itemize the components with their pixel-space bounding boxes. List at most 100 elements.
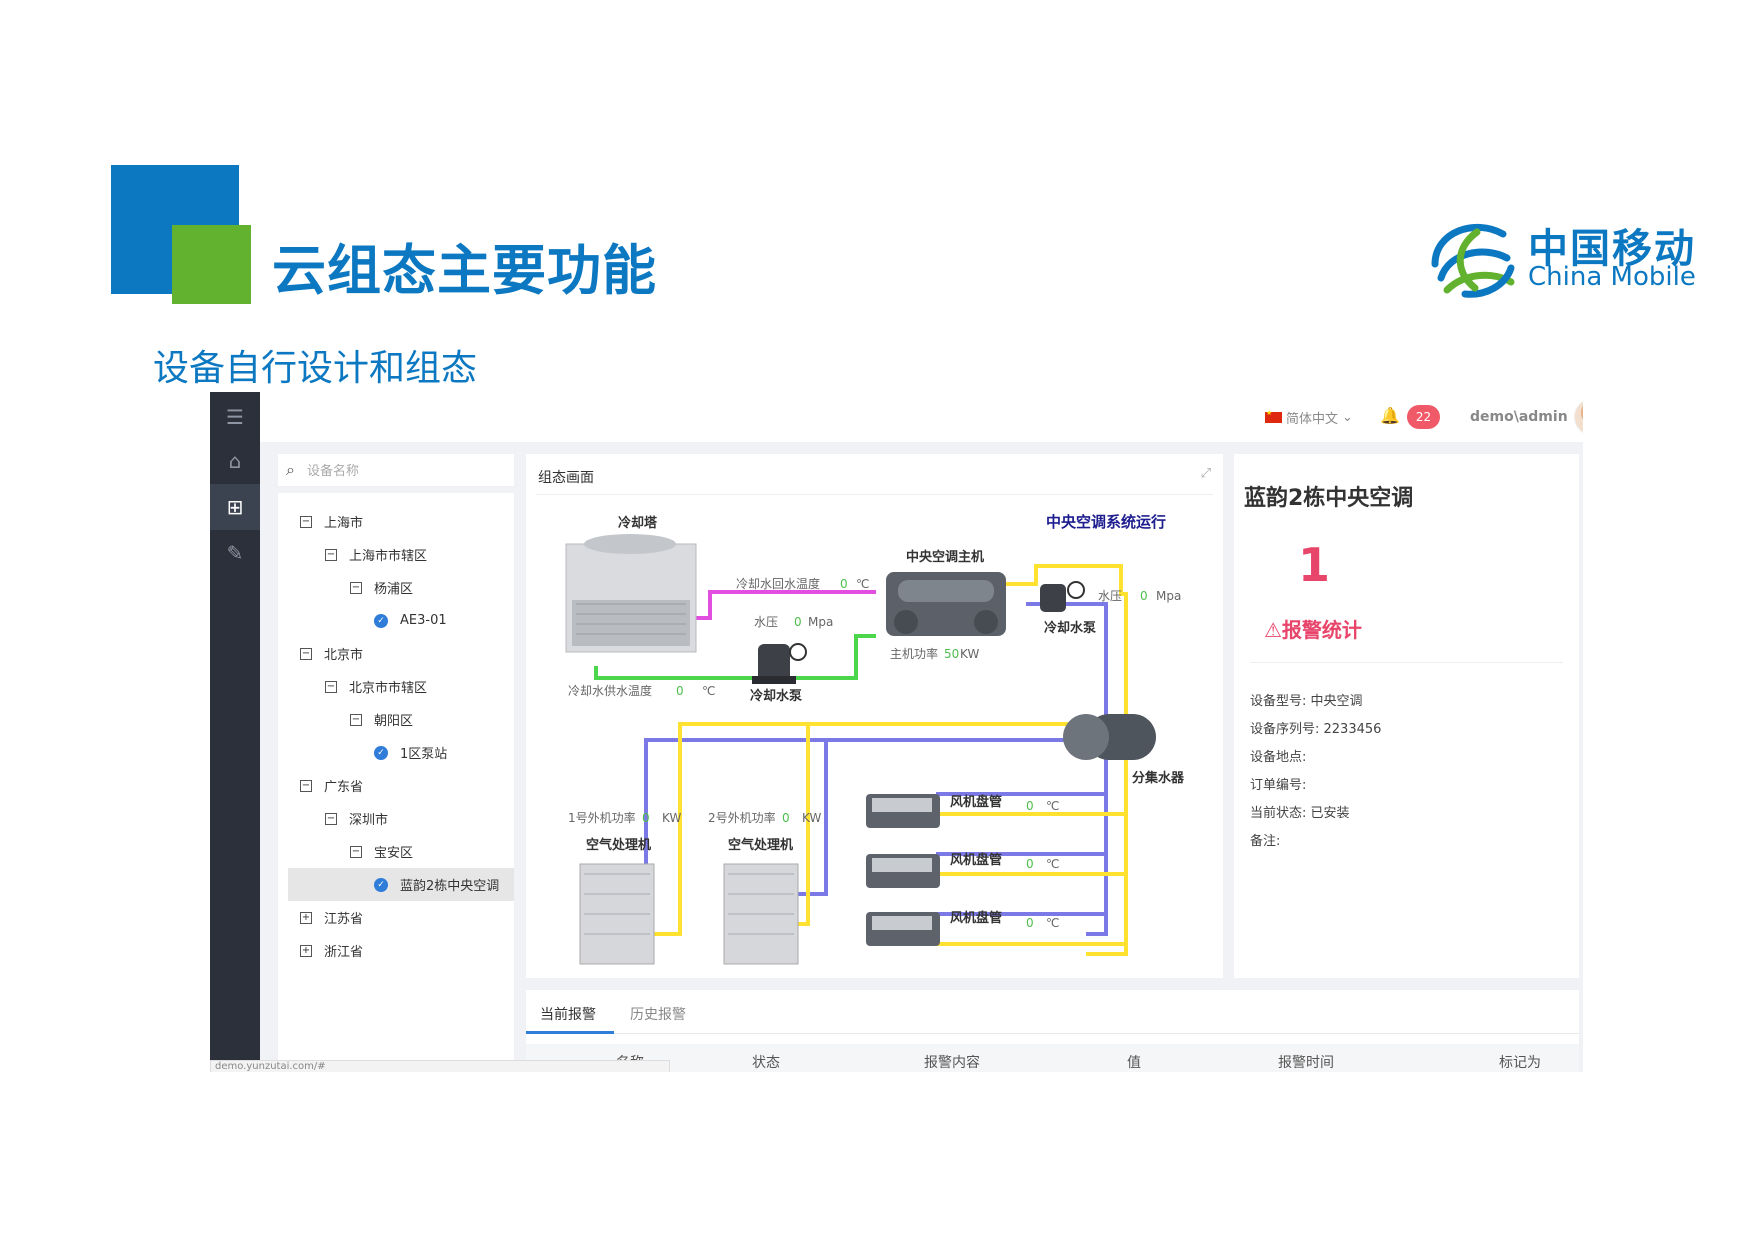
tab-current-alarms[interactable]: 当前报警 bbox=[540, 1007, 596, 1023]
device-field: 设备型号: 中央空调 bbox=[1250, 694, 1363, 709]
tree-item-label: 深圳市 bbox=[349, 813, 389, 828]
tree-region-item[interactable]: −上海市市辖区 bbox=[278, 538, 514, 571]
svg-text:冷却水泵: 冷却水泵 bbox=[1044, 620, 1096, 636]
collapse-tree-icon[interactable]: − bbox=[350, 845, 362, 858]
alarm-stats-label: ⚠报警统计 bbox=[1264, 618, 1362, 642]
col-status[interactable]: 状态 bbox=[752, 1055, 780, 1071]
col-alarm-time[interactable]: 报警时间 bbox=[1278, 1055, 1334, 1071]
chilled-yellow-pipe bbox=[996, 564, 1128, 956]
fcu-purple-pipes bbox=[936, 792, 1106, 916]
svg-text:风机盘管: 风机盘管 bbox=[950, 910, 1002, 926]
tree-item-label: 杨浦区 bbox=[374, 582, 414, 597]
device-field: 设备地点: bbox=[1250, 750, 1307, 765]
svg-text:水压: 水压 bbox=[754, 615, 778, 629]
china-flag-icon bbox=[1265, 409, 1282, 423]
svg-text:0: 0 bbox=[840, 577, 848, 591]
panel-divider bbox=[536, 494, 1213, 495]
tree-region-item[interactable]: + 浙江省 bbox=[278, 934, 514, 967]
user-name[interactable]: demo\admin bbox=[1470, 409, 1568, 425]
chevron-down-icon: ⌄ bbox=[1342, 410, 1353, 425]
alarm-count: 1 bbox=[1298, 538, 1331, 592]
expand-tree-icon[interactable]: + bbox=[300, 911, 312, 924]
language-selector[interactable]: 简体中文 ⌄ bbox=[1265, 408, 1353, 427]
status-url: demo.yunzutai.com/# bbox=[210, 1060, 670, 1072]
slide-title: 云组态主要功能 bbox=[272, 239, 657, 302]
svg-text:空气处理机: 空气处理机 bbox=[586, 837, 651, 853]
expand-tree-icon[interactable]: + bbox=[300, 944, 312, 957]
home-icon[interactable]: ⌂ bbox=[228, 449, 242, 473]
svg-text:主机功率: 主机功率 bbox=[890, 646, 938, 661]
fcu-1-icon bbox=[866, 794, 940, 828]
search-icon[interactable]: ⌕ bbox=[286, 460, 295, 479]
collapse-tree-icon[interactable]: − bbox=[300, 647, 312, 660]
collapse-tree-icon[interactable]: − bbox=[325, 548, 337, 561]
slide-logo-green-square bbox=[172, 225, 251, 304]
tree-device-item[interactable]: ✓蓝韵2栋中央空调 bbox=[288, 868, 514, 901]
tree-region-item[interactable]: −杨浦区 bbox=[278, 571, 514, 604]
device-title: 蓝韵2栋中央空调 bbox=[1244, 486, 1414, 511]
fcu-3-icon bbox=[866, 912, 940, 946]
apps-icon[interactable]: ⊞ bbox=[210, 484, 260, 530]
svg-text:℃: ℃ bbox=[1046, 916, 1059, 930]
col-alarm-content[interactable]: 报警内容 bbox=[924, 1055, 980, 1071]
tree-device-item[interactable]: ✓1区泵站 bbox=[278, 736, 514, 769]
cooling-pump-icon bbox=[752, 643, 807, 684]
brand-name-en: China Mobile bbox=[1528, 262, 1696, 292]
tree-item-label: 浙江省 bbox=[324, 945, 364, 960]
expand-icon[interactable]: ⤢ bbox=[1200, 466, 1211, 481]
svg-text:水压: 水压 bbox=[1098, 589, 1122, 603]
svg-text:冷却水供水温度: 冷却水供水温度 bbox=[568, 683, 652, 698]
avatar[interactable] bbox=[1574, 398, 1583, 436]
col-mark-as[interactable]: 标记为 bbox=[1499, 1055, 1541, 1071]
collapse-tree-icon[interactable]: − bbox=[300, 779, 312, 792]
active-tab-indicator bbox=[526, 1031, 614, 1034]
collapse-tree-icon[interactable]: − bbox=[350, 713, 362, 726]
svg-text:0: 0 bbox=[1140, 589, 1148, 603]
checked-icon: ✓ bbox=[374, 613, 388, 628]
wrench-icon[interactable]: ✎ bbox=[226, 541, 244, 565]
tree-device-item[interactable]: ✓ AE3-01 bbox=[278, 604, 514, 637]
tree-item-label: 朝阳区 bbox=[374, 714, 414, 729]
return-pipe bbox=[694, 590, 876, 620]
ahu1-yellow-pipe bbox=[646, 722, 1086, 936]
col-value[interactable]: 值 bbox=[1127, 1055, 1141, 1071]
chilled-pump-icon bbox=[1040, 581, 1085, 612]
tree-region-item[interactable]: −上海市 bbox=[278, 505, 514, 538]
svg-text:中央空调主机: 中央空调主机 bbox=[906, 549, 984, 565]
tree-item-label: 上海市市辖区 bbox=[349, 549, 428, 564]
app-window: ☰ ⌂ ⊞ ✎ 简体中文 ⌄ 🔔 22 demo\admin ⌕ −上海市−上海… bbox=[210, 392, 1583, 1072]
menu-icon[interactable]: ☰ bbox=[226, 405, 244, 429]
svg-text:0: 0 bbox=[642, 811, 650, 825]
svg-text:KW: KW bbox=[662, 811, 681, 825]
tab-divider bbox=[526, 1033, 1579, 1034]
svg-text:0: 0 bbox=[1026, 799, 1034, 813]
tree-region-item[interactable]: −北京市市辖区 bbox=[278, 670, 514, 703]
ahu1-icon bbox=[579, 863, 655, 965]
alarm-table-header: 名称 状态 报警内容 值 报警时间 标记为 bbox=[526, 1044, 1579, 1072]
tab-history-alarms[interactable]: 历史报警 bbox=[630, 1007, 686, 1023]
diagram-panel: 组态画面 ⤢ bbox=[526, 454, 1223, 978]
tree-item-label: 江苏省 bbox=[324, 912, 364, 927]
collapse-tree-icon[interactable]: − bbox=[325, 680, 337, 693]
notification-badge[interactable]: 22 bbox=[1407, 405, 1440, 429]
collapse-tree-icon[interactable]: − bbox=[300, 515, 312, 528]
svg-text:风机盘管: 风机盘管 bbox=[950, 852, 1002, 868]
fcu-2-icon bbox=[866, 854, 940, 888]
tree-region-item[interactable]: −深圳市 bbox=[278, 802, 514, 835]
cooling-tower-icon bbox=[565, 534, 697, 653]
collapse-tree-icon[interactable]: − bbox=[350, 581, 362, 594]
bell-icon[interactable]: 🔔 bbox=[1380, 406, 1400, 425]
svg-text:0: 0 bbox=[676, 684, 684, 698]
collapse-tree-icon[interactable]: − bbox=[325, 812, 337, 825]
tree-region-item[interactable]: −广东省 bbox=[278, 769, 514, 802]
tree-region-item[interactable]: −朝阳区 bbox=[278, 703, 514, 736]
china-mobile-logo-icon bbox=[1431, 223, 1515, 298]
tree-item-label: AE3-01 bbox=[400, 613, 447, 628]
tree-region-item[interactable]: −宝安区 bbox=[278, 835, 514, 868]
search-input[interactable] bbox=[306, 462, 477, 478]
svg-text:0: 0 bbox=[794, 615, 802, 629]
tree-region-item[interactable]: + 江苏省 bbox=[278, 901, 514, 934]
svg-text:0: 0 bbox=[782, 811, 790, 825]
tree-region-item[interactable]: −北京市 bbox=[278, 637, 514, 670]
